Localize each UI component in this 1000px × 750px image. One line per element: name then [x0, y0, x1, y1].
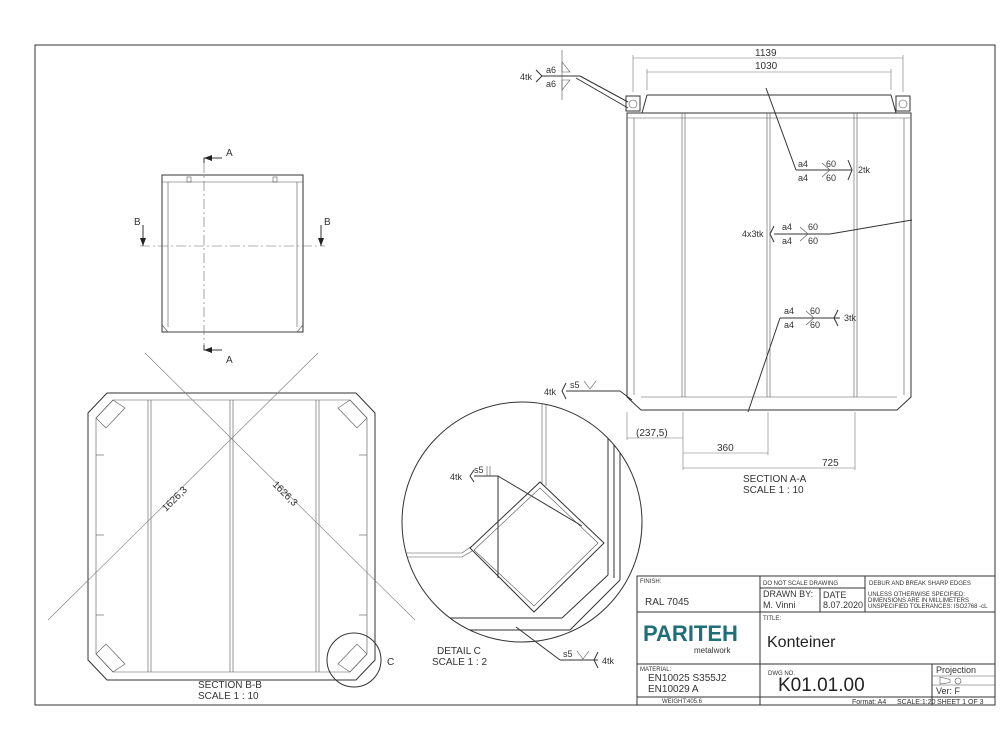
material-line2: EN10029 A: [648, 684, 699, 695]
dwg-no-label: DWG NO.: [768, 671, 795, 677]
cut-label-b-right: B: [324, 217, 331, 228]
drawing-title: Konteiner: [767, 634, 836, 651]
weld4-b: a4: [784, 320, 794, 330]
dim-1030: 1030: [755, 61, 778, 72]
logo-pariteh: PARITEH: [643, 621, 738, 646]
scale-note: SCALE:1:20: [897, 699, 936, 706]
format: Format: A4: [852, 699, 886, 706]
section-aa-name: SECTION A-A: [743, 474, 807, 485]
dim-237-5: (237,5): [636, 428, 668, 439]
weld5-qty: 4tk: [544, 387, 557, 397]
weld4-l1: 60: [810, 306, 820, 316]
section-bb-view: 1626,3 1626,3 C SECTION B-B SCALE 1 : 10: [47, 352, 416, 702]
top-view: A A B B: [134, 148, 331, 366]
detail-c-scale: SCALE 1 : 2: [432, 657, 487, 668]
weld2-b: a4: [798, 173, 808, 183]
detail-weld1-s: s5: [474, 465, 484, 475]
material-line1: EN10025 S355J2: [648, 673, 727, 684]
material-label: MATERIAL:: [640, 667, 672, 673]
weld5-s: s5: [570, 380, 580, 390]
cut-label-b-left: B: [134, 217, 141, 228]
weld4-l2: 60: [810, 320, 820, 330]
section-bb-name: SECTION B-B: [198, 680, 262, 691]
weld3-a: a4: [782, 222, 792, 232]
weld3-b: a4: [782, 236, 792, 246]
version: Ver: F: [936, 686, 961, 696]
title-label: TITLE:: [763, 616, 781, 622]
date-label: DATE: [823, 590, 846, 600]
diag-dim-2: 1626,3: [270, 479, 300, 509]
sheet-number: SHEET 1 OF 3: [937, 699, 984, 706]
weight-value: WEIGHT:405.6: [662, 699, 703, 705]
weld2-a: a4: [798, 159, 808, 169]
weld1-b: a6: [546, 79, 556, 89]
sheet-border: [34, 44, 996, 706]
dim-1139: 1139: [755, 48, 777, 59]
detail-ref-c: C: [387, 657, 394, 668]
unless-line3: UNSPECIFIED TOLERANCES: ISO2768 -cL: [868, 604, 988, 610]
section-aa-view: 1139 1030 (237,5) 360 725 SECTION A-A SC…: [520, 48, 913, 496]
weld2-qty: 2tk: [858, 165, 871, 175]
finish-label: FINISH:: [640, 579, 662, 585]
section-aa-scale: SCALE 1 : 10: [743, 485, 804, 496]
section-bb-scale: SCALE 1 : 10: [198, 691, 259, 702]
dwg-no-value: K01.01.00: [778, 675, 865, 696]
dim-725: 725: [822, 458, 839, 469]
debur-note: DEBUR AND BREAK SHARP EDGES: [869, 581, 971, 587]
weld2-l2: 60: [826, 173, 836, 183]
detail-weld2-qty: 4tk: [602, 656, 615, 666]
title-block: FINISH: RAL 7045 DO NOT SCALE DRAWING DE…: [636, 575, 996, 706]
diag-dim-1: 1626,3: [160, 484, 190, 514]
drawn-by-value: M. Vinni: [763, 600, 795, 610]
finish-value: RAL 7045: [645, 597, 690, 608]
weld4-a: a4: [784, 306, 794, 316]
weld1-qty: 4tk: [520, 72, 533, 82]
detail-c-circle: [326, 632, 382, 688]
unless-line1: UNLESS OTHERWISE SPECIFIED:: [868, 592, 965, 598]
detail-weld1-qty: 4tk: [450, 472, 463, 482]
unless-line2: DIMENSIONS ARE IN MILLIMETERS: [868, 598, 969, 604]
do-not-scale: DO NOT SCALE DRAWING: [763, 581, 838, 587]
logo-metalwork: metalwork: [694, 646, 731, 655]
detail-c-view: 4tk s5 4tk s5 DETAIL C SCALE 1 : 2: [401, 401, 643, 669]
cut-label-a-bottom: A: [226, 355, 233, 366]
date-value: 8.07.2020: [823, 600, 863, 610]
projection-label: Projection: [936, 665, 976, 675]
projection-symbol-icon: [939, 676, 962, 685]
weld3-qty: 4x3tk: [742, 229, 764, 239]
weld2-l1: 60: [826, 159, 836, 169]
detail-c-name: DETAIL C: [437, 646, 481, 657]
dim-360: 360: [717, 443, 734, 454]
cut-label-a-top: A: [226, 148, 233, 159]
weld3-l2: 60: [808, 236, 818, 246]
detail-weld2-s: s5: [563, 649, 573, 659]
drawn-by-label: DRAWN BY:: [763, 589, 813, 599]
weld3-l1: 60: [808, 222, 818, 232]
weld1-a: a6: [546, 65, 556, 75]
weld4-qty: 3tk: [844, 313, 857, 323]
